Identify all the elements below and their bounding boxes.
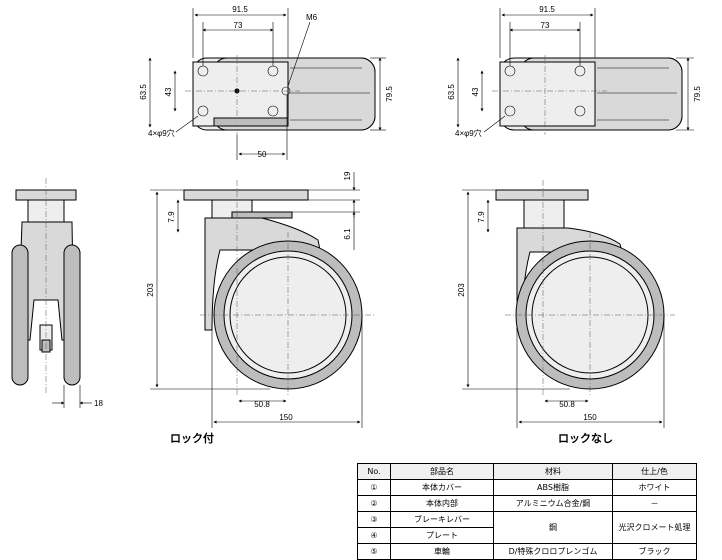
dim-plate-thickness: 19 (343, 171, 352, 180)
dim-holes-2: 4×φ9穴 (455, 128, 482, 138)
side-view-without-lock: 203 7.9 50.8 150 (457, 180, 675, 428)
dim-wheel-span-2: 150 (583, 413, 597, 422)
dim-offset-axle-2: 50.8 (559, 400, 575, 409)
dim-total-height: 203 (146, 283, 155, 297)
dim-depth: 79.5 (385, 86, 394, 102)
dim-total-height-2: 203 (457, 283, 466, 297)
parts-table: No. 部品名 材料 仕上/色 ① 本体カバー ABS樹脂 ホワイト ② 本体内… (357, 463, 697, 560)
cell-material: ABS樹脂 (493, 479, 613, 496)
dim-wheel-span: 150 (279, 413, 293, 422)
header-finish: 仕上/色 (612, 463, 697, 480)
dim-thread: M6 (306, 13, 318, 22)
caption-with-lock: ロック付 (170, 431, 214, 445)
dim-offset-axle: 50.8 (254, 400, 270, 409)
cell-no: ① (357, 479, 391, 496)
header-no: No. (357, 463, 391, 480)
dim-plate-offset: 7.9 (167, 211, 176, 223)
table-row: ⑤ 車輪 D/特殊クロロプレンゴム ブラック (357, 543, 697, 560)
cell-finish: ホワイト (612, 479, 697, 496)
dim-side-width: 18 (94, 399, 103, 408)
dim-plate-offset-2: 7.9 (477, 211, 486, 223)
dim-depth-2: 79.5 (693, 86, 702, 102)
dim-holes: 4×φ9穴 (148, 128, 175, 138)
parts-table-header: No. 部品名 材料 仕上/色 (357, 463, 697, 480)
cell-name: プレート (390, 527, 494, 544)
dim-top-height-outer: 63.5 (139, 84, 148, 100)
cell-finish: ブラック (612, 543, 697, 560)
cell-no: ② (357, 495, 391, 512)
dim-lever-height: 6.1 (343, 228, 352, 240)
table-row: ④ プレート (357, 527, 697, 544)
cell-name: ブレーキレバー (390, 511, 494, 528)
cell-material: 鋼 (493, 511, 613, 544)
dim-top-outer-2: 91.5 (539, 5, 555, 14)
cell-name: 本体カバー (390, 479, 494, 496)
header-material: 材料 (493, 463, 613, 480)
table-row: ② 本体内部 アルミニウム合金/鋼 － (357, 495, 697, 512)
cell-finish: － (612, 495, 697, 512)
caption-without-lock: ロックなし (558, 432, 613, 445)
cell-material: アルミニウム合金/鋼 (493, 495, 613, 512)
dim-bolt-spacing: 50 (258, 150, 267, 159)
cell-name: 本体内部 (390, 495, 494, 512)
dim-top-height-outer-2: 63.5 (447, 84, 456, 100)
top-view-with-lock: 91.5 73 M6 63.5 43 79.5 50 4×φ9穴 (139, 5, 394, 160)
top-view-without-lock: 91.5 73 63.5 43 79.5 4×φ9穴 (447, 5, 702, 138)
dim-top-inner-2: 73 (541, 21, 550, 30)
side-view-with-lock: 203 7.9 19 6.1 50.8 150 (146, 171, 375, 428)
cell-finish: 光沢クロメート処理 (612, 511, 697, 544)
table-row: ① 本体カバー ABS樹脂 ホワイト (357, 479, 697, 496)
cell-no: ③ (357, 511, 391, 528)
dim-top-outer: 91.5 (232, 5, 248, 14)
cell-name: 車輪 (390, 543, 494, 560)
dim-top-height-inner: 43 (164, 87, 173, 96)
dim-top-inner: 73 (234, 21, 243, 30)
header-name: 部品名 (390, 463, 494, 480)
front-view: 18 (11, 178, 103, 408)
cell-no: ⑤ (357, 543, 391, 560)
table-row: ③ ブレーキレバー 鋼 光沢クロメート処理 (357, 511, 697, 544)
dim-top-height-inner-2: 43 (471, 87, 480, 96)
cell-material: D/特殊クロロプレンゴム (493, 543, 613, 560)
cell-no: ④ (357, 527, 391, 544)
